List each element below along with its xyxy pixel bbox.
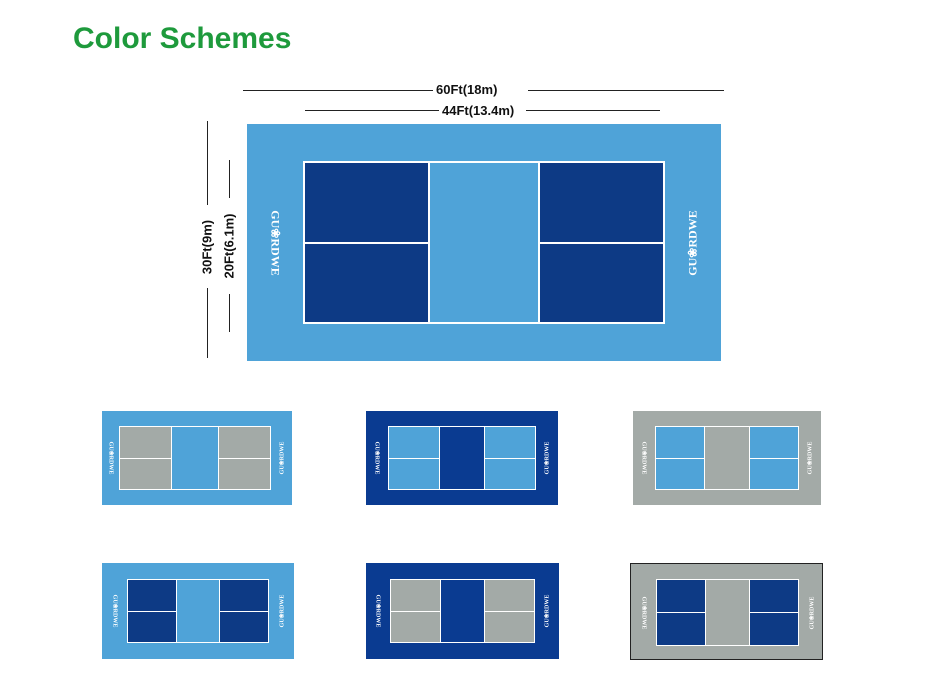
- kitchen-zone: [427, 161, 541, 324]
- service-box: [127, 579, 177, 612]
- kitchen-zone: [171, 426, 219, 490]
- service-box: [119, 426, 173, 459]
- service-box: [655, 426, 706, 459]
- service-box: [484, 426, 536, 459]
- total-width-arrow-bottom: [207, 288, 208, 358]
- service-box: [484, 579, 535, 612]
- scheme-court-6: GU❀RDWE GU❀RDWE: [630, 563, 823, 660]
- main-court: GU❀RDWE GU❀RDWE: [247, 124, 721, 361]
- total-width-label: 30Ft(9m): [199, 219, 215, 275]
- scheme-court-4: GU❀RDWE GU❀RDWE: [102, 563, 294, 659]
- court-length-label: 44Ft(13.4m): [442, 103, 515, 118]
- total-length-arrow-left: [243, 90, 433, 91]
- service-box: [219, 579, 269, 612]
- service-box: [656, 612, 707, 646]
- brand-logo: GU❀RDWE: [111, 594, 117, 628]
- service-box: [219, 610, 269, 643]
- brand-logo: GU❀RDWE: [268, 209, 283, 276]
- service-box: [388, 426, 440, 459]
- brand-logo: GU❀RDWE: [640, 596, 646, 629]
- scheme-court-2: GU❀RDWE GU❀RDWE: [366, 411, 558, 505]
- brand-logo: GU❀RDWE: [544, 594, 551, 628]
- service-box: [388, 457, 440, 490]
- kitchen-zone: [438, 426, 486, 490]
- brand-logo: GU❀RDWE: [807, 441, 814, 475]
- service-box: [484, 457, 536, 490]
- brand-logo: GU❀RDWE: [640, 441, 647, 475]
- service-box: [390, 579, 441, 612]
- service-box: [538, 241, 665, 324]
- service-box: [656, 579, 707, 613]
- court-width-arrow-bottom: [229, 294, 230, 332]
- scheme-court-3: GU❀RDWE GU❀RDWE: [633, 411, 821, 505]
- scheme-court-1: GU❀RDWE GU❀RDWE: [102, 411, 292, 505]
- service-box: [748, 612, 799, 646]
- page-title: Color Schemes: [73, 22, 292, 55]
- service-box: [748, 457, 799, 490]
- kitchen-zone: [439, 579, 486, 643]
- service-box: [748, 426, 799, 459]
- total-length-arrow-right: [528, 90, 724, 91]
- service-box: [303, 241, 430, 324]
- brand-logo: GU❀RDWE: [685, 209, 700, 276]
- service-box: [655, 457, 706, 490]
- brand-logo: GU❀RDWE: [374, 594, 381, 628]
- kitchen-zone: [704, 426, 750, 490]
- service-box: [217, 426, 271, 459]
- court-length-arrow-left: [305, 110, 439, 111]
- brand-logo: GU❀RDWE: [107, 441, 113, 475]
- court-length-arrow-right: [526, 110, 660, 111]
- service-box: [127, 610, 177, 643]
- kitchen-zone: [175, 579, 221, 643]
- brand-logo: GU❀RDWE: [809, 596, 815, 629]
- service-box: [538, 161, 665, 244]
- brand-logo: GU❀RDWE: [279, 441, 285, 475]
- service-box: [484, 610, 535, 643]
- brand-logo: GU❀RDWE: [544, 441, 551, 475]
- service-box: [217, 457, 271, 490]
- service-box: [390, 610, 441, 643]
- kitchen-zone: [705, 579, 750, 646]
- total-width-arrow-top: [207, 121, 208, 205]
- scheme-court-5: GU❀RDWE GU❀RDWE: [366, 563, 559, 659]
- service-box: [303, 161, 430, 244]
- service-box: [119, 457, 173, 490]
- brand-logo: GU❀RDWE: [279, 594, 285, 628]
- brand-logo: GU❀RDWE: [373, 441, 380, 475]
- service-box: [748, 579, 799, 613]
- court-width-label: 20Ft(6.1m): [221, 213, 237, 279]
- total-length-label: 60Ft(18m): [436, 82, 498, 97]
- court-width-arrow-top: [229, 160, 230, 198]
